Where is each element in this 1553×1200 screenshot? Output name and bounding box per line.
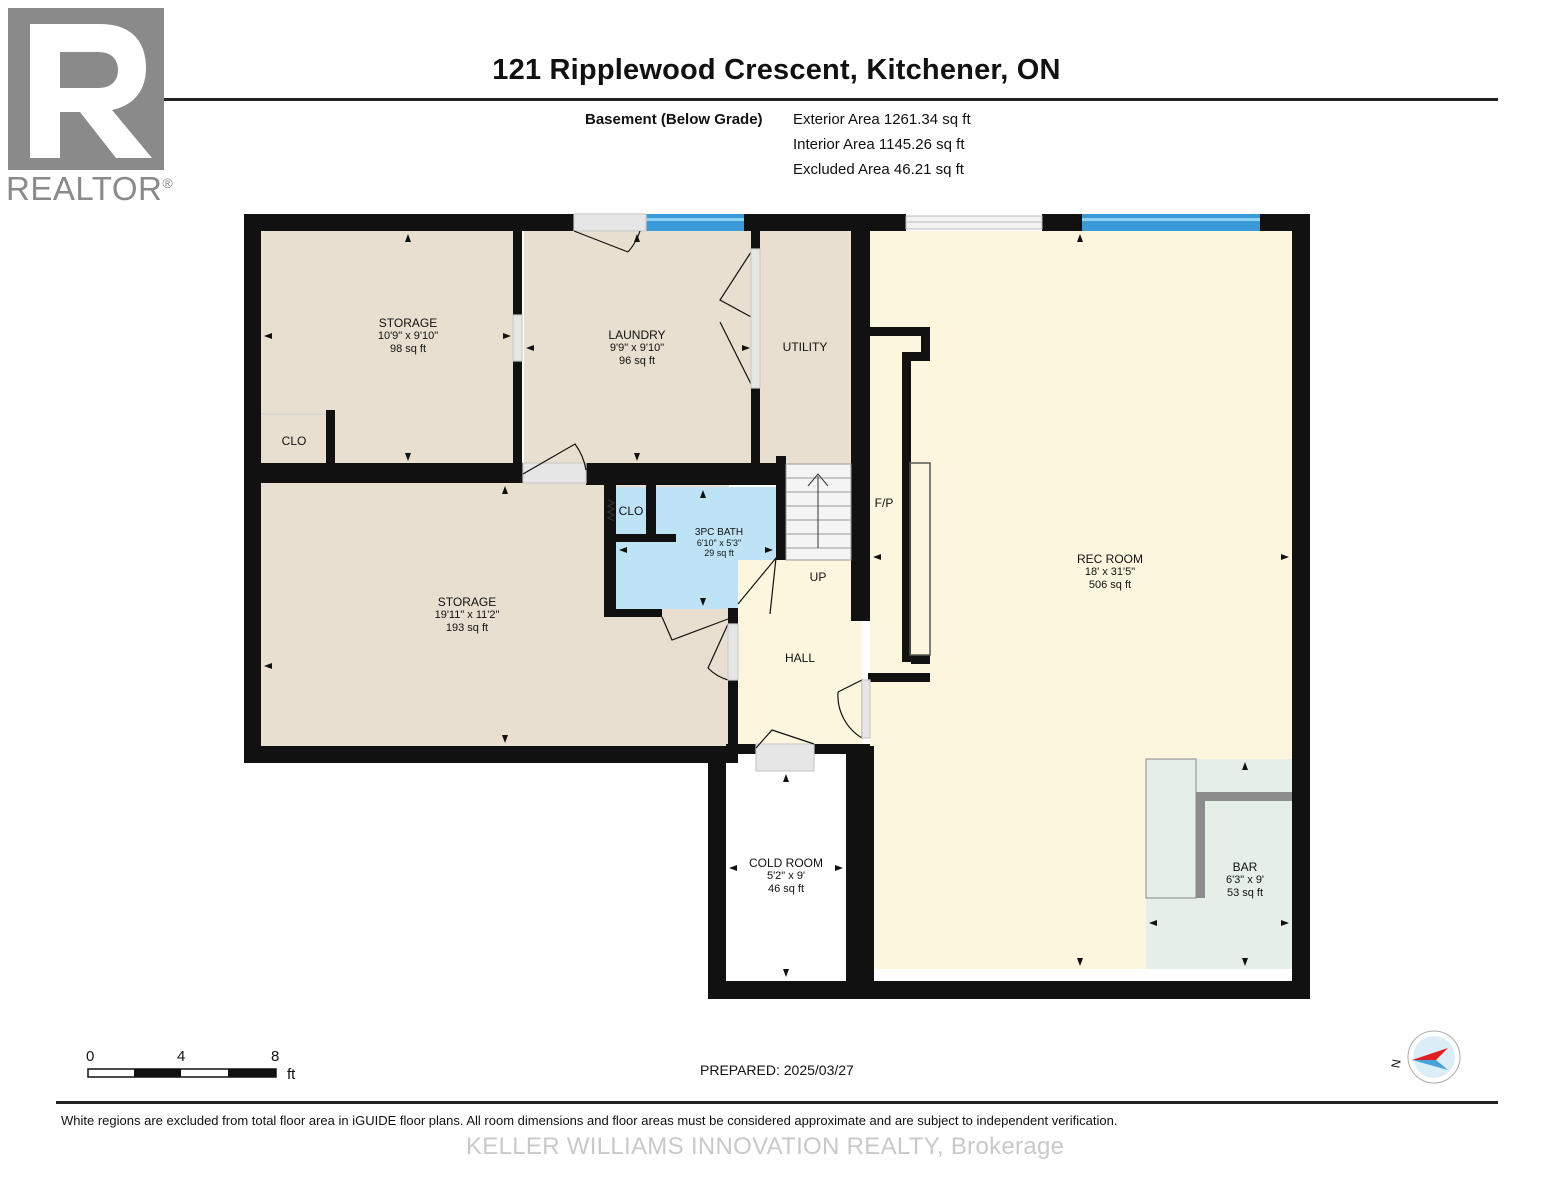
stairs-label: UP — [809, 570, 827, 584]
interior-area: Interior Area 1145.26 sq ft — [793, 136, 965, 153]
cold-room-floor — [726, 771, 846, 980]
excluded-area: Excluded Area 46.21 sq ft — [793, 161, 964, 178]
footer-rule — [56, 1101, 1498, 1104]
scale-bar — [87, 1068, 277, 1078]
room-label-fireplace: F/P — [874, 496, 894, 510]
utility-floor — [760, 231, 851, 464]
brokerage-watermark: KELLER WILLIAMS INNOVATION REALTY, Broke… — [466, 1133, 1065, 1161]
walls — [244, 214, 1310, 999]
room-label-clo-1: CLO — [281, 434, 307, 448]
bar-floor — [1146, 759, 1292, 969]
realtor-logo-icon — [8, 8, 164, 170]
room-label-utility: UTILITY — [782, 340, 828, 354]
scale-label-0: 0 — [86, 1048, 95, 1065]
scale-unit: ft — [287, 1066, 296, 1083]
realtor-wordmark: REALTOR® — [6, 170, 174, 207]
dimension-markers — [264, 234, 1289, 977]
header-rule — [56, 98, 1498, 101]
laundry-floor — [524, 231, 752, 464]
level-label: Basement (Below Grade) — [585, 111, 763, 128]
room-label-hall: HALL — [784, 651, 816, 665]
compass-icon: N — [1390, 1030, 1461, 1084]
svg-text:N: N — [1390, 1058, 1404, 1069]
room-label-clo-2: CLO — [618, 504, 644, 518]
plan-title: 121 Ripplewood Crescent, Kitchener, ON — [492, 54, 1061, 86]
scale-label-4: 4 — [177, 1048, 186, 1065]
disclaimer: White regions are excluded from total fl… — [61, 1113, 1118, 1128]
scale-label-8: 8 — [271, 1048, 280, 1065]
prepared-date: PREPARED: 2025/03/27 — [700, 1062, 854, 1078]
stairs — [785, 463, 852, 561]
doors — [512, 213, 871, 772]
exterior-area: Exterior Area 1261.34 sq ft — [793, 111, 971, 128]
window-rec — [1082, 214, 1260, 231]
window-laundry — [646, 214, 744, 231]
